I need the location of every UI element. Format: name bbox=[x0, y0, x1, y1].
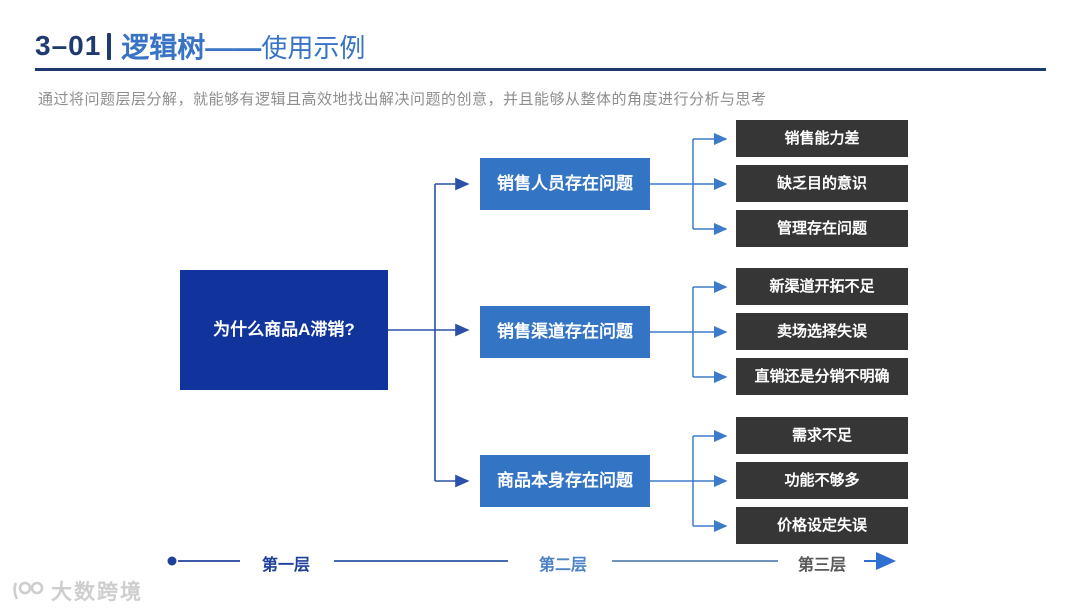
header-divider-bar bbox=[107, 32, 112, 60]
leaf-box: 销售能力差 bbox=[736, 120, 908, 157]
legend-level-2: 第二层 bbox=[538, 557, 587, 574]
header-rule bbox=[35, 68, 1046, 71]
description-text: 通过将问题层层分解，就能够有逻辑且高效地找出解决问题的创意，并且能够从整体的角度… bbox=[38, 91, 767, 108]
leaf-box: 需求不足 bbox=[736, 417, 908, 454]
page-title: 逻辑树—— bbox=[121, 32, 262, 63]
branch-box-sales-channel: 销售渠道存在问题 bbox=[480, 306, 650, 358]
legend-level-3: 第三层 bbox=[797, 557, 846, 574]
watermark: 大数跨境 bbox=[12, 576, 143, 606]
header: 3–01 逻辑树—— 使用示例 bbox=[35, 26, 365, 66]
leaf-box: 价格设定失误 bbox=[736, 507, 908, 544]
leaf-box: 新渠道开拓不足 bbox=[736, 268, 908, 305]
leaf-box: 卖场选择失误 bbox=[736, 313, 908, 350]
legend-level-1: 第一层 bbox=[261, 557, 310, 574]
leaf-box: 功能不够多 bbox=[736, 462, 908, 499]
leaf-box: 缺乏目的意识 bbox=[736, 165, 908, 202]
section-number: 3–01 bbox=[35, 30, 102, 61]
branch-box-product-itself: 商品本身存在问题 bbox=[480, 455, 650, 507]
leaf-box: 直销还是分销不明确 bbox=[736, 358, 908, 395]
leaf-box: 管理存在问题 bbox=[736, 210, 908, 247]
root-question-box: 为什么商品A滞销? bbox=[180, 270, 388, 390]
watermark-text: 大数跨境 bbox=[51, 581, 143, 604]
page-title-subtitle: 使用示例 bbox=[261, 32, 366, 63]
dashu-kuajing-logo-icon bbox=[13, 581, 44, 600]
branch-box-sales-staff: 销售人员存在问题 bbox=[480, 158, 650, 210]
